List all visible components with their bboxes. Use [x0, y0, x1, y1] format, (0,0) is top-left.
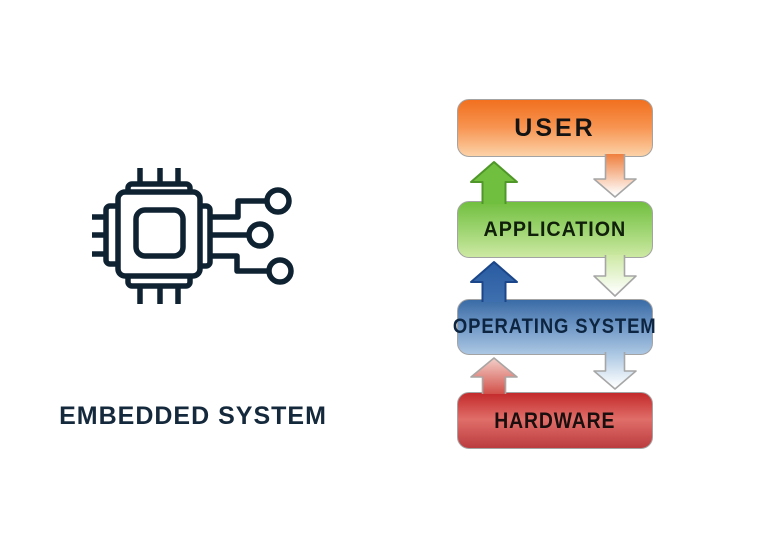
chip-circuit-traces [208, 187, 294, 285]
arrow-down-os-to-hardware [593, 352, 637, 390]
layer-label-operating-system: OPERATING SYSTEM [453, 315, 657, 338]
arrow-down-application-to-os [593, 255, 637, 297]
arrow-up-os-to-application [470, 261, 518, 302]
microchip-icon [92, 168, 294, 304]
layer-box-operating-system: OPERATING SYSTEM [453, 299, 656, 355]
layer-label-application: APPLICATION [483, 217, 627, 241]
layer-box-application: APPLICATION [457, 201, 653, 258]
layer-box-user: USER [457, 99, 653, 157]
layer-box-hardware: HARDWARE [457, 392, 653, 449]
embedded-system-caption: EMBEDDED SYSTEM [59, 402, 327, 430]
arrow-up-hardware-to-os [470, 357, 518, 394]
layer-label-user: USER [514, 113, 596, 142]
layer-label-hardware: HARDWARE [494, 407, 616, 433]
arrow-down-user-to-application [593, 154, 637, 198]
arrow-up-application-to-user [470, 161, 518, 204]
chip-core [133, 207, 186, 259]
